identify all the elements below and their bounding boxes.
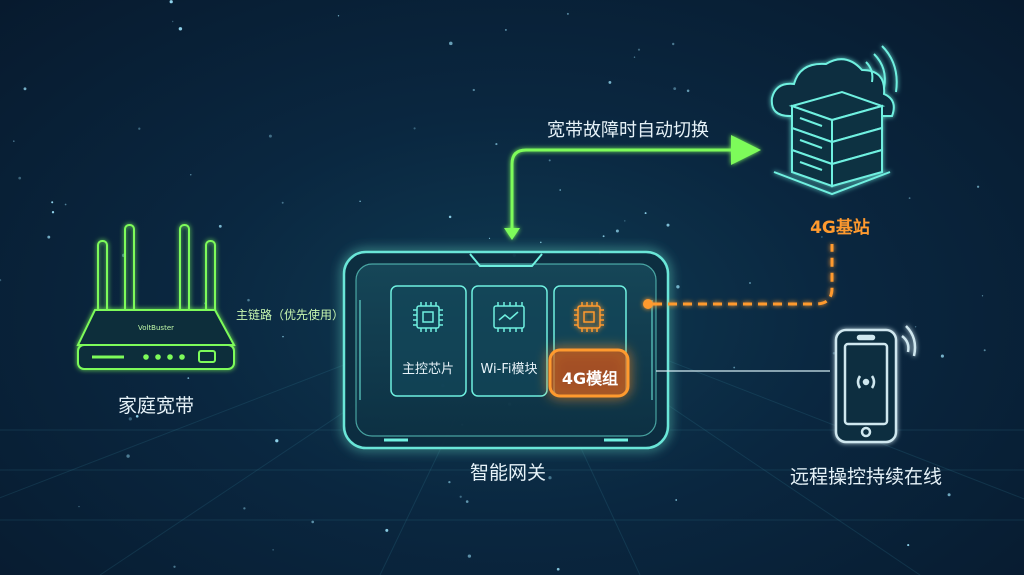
star-dot <box>675 499 678 501</box>
star-dot <box>821 236 823 238</box>
router-label: 家庭宽带 <box>117 395 195 417</box>
star-dot <box>686 89 690 93</box>
star-dot <box>615 229 619 233</box>
chip-module-label: 主控芯片 <box>401 362 455 377</box>
star-dot <box>488 237 491 240</box>
4g-link-dashed <box>643 244 834 309</box>
star-dot <box>169 0 173 4</box>
star-dot <box>548 159 551 162</box>
star-dot <box>666 223 670 227</box>
chip-module-card <box>390 285 467 397</box>
4g-module-label: 4G模组 <box>561 369 619 388</box>
star-dot <box>51 201 54 204</box>
star-dot <box>914 326 917 328</box>
star-dot <box>467 554 472 558</box>
star-dot <box>459 495 462 498</box>
star-dot <box>672 42 675 46</box>
star-dot <box>178 27 183 31</box>
star-dot <box>832 351 836 355</box>
star-dot <box>268 134 272 138</box>
star-dot <box>187 377 190 379</box>
chip-icon <box>413 302 443 332</box>
star-dot <box>907 544 910 547</box>
star-dot <box>172 20 174 23</box>
star-dot <box>337 15 340 17</box>
star-dot <box>448 480 451 484</box>
4g-chip-icon <box>574 302 604 332</box>
star-dot <box>173 565 176 568</box>
star-dot <box>908 197 911 200</box>
star-dot <box>608 80 612 84</box>
star-dot <box>311 520 315 524</box>
star-dot <box>272 549 274 551</box>
star-dot <box>47 235 51 239</box>
star-dot <box>472 88 475 92</box>
star-dot <box>247 298 250 302</box>
wifi-module-card <box>471 285 548 397</box>
star-dot <box>78 505 80 508</box>
star-dot <box>138 127 141 130</box>
star-dot <box>448 215 452 219</box>
star-dot <box>947 493 951 497</box>
star-dot <box>673 87 677 91</box>
star-dot <box>633 56 636 58</box>
star-dot <box>940 354 944 358</box>
star-dot <box>128 417 132 421</box>
star-dot <box>976 185 980 188</box>
wifi-chip-icon <box>493 302 525 332</box>
star-dot <box>13 140 15 142</box>
star-dot <box>676 285 680 289</box>
star-dot <box>243 507 246 510</box>
star-dot <box>637 48 641 51</box>
star-dot <box>413 127 416 130</box>
star-field <box>0 0 986 571</box>
star-dot <box>190 174 192 176</box>
star-dot <box>733 366 736 369</box>
router-brand: VoltBuster <box>138 324 174 332</box>
station-label: 4G基站 <box>810 218 870 238</box>
4g-module-highlight <box>548 348 630 398</box>
failover-label: 宽带故障时自动切换 <box>547 120 709 141</box>
star-dot <box>64 203 67 206</box>
star-dot <box>559 189 561 191</box>
star-dot <box>281 201 284 204</box>
star-dot <box>449 41 453 46</box>
star-dot <box>359 200 361 202</box>
smartphone-icon <box>834 325 917 444</box>
star-dot <box>504 28 507 31</box>
gateway-label: 智能网关 <box>469 462 547 484</box>
star-dot <box>0 278 2 282</box>
star-dot <box>566 12 569 15</box>
star-dot <box>540 241 542 244</box>
star-dot <box>135 414 139 418</box>
failover-arrow <box>504 135 761 240</box>
cloud-server-icon <box>770 45 898 196</box>
star-dot <box>23 87 27 91</box>
wifi-module-label: Wi-Fi模块 <box>480 362 538 377</box>
main-link-label: 主链路（优先使用） <box>235 308 345 322</box>
star-dot <box>556 567 560 571</box>
star-dot <box>624 220 626 222</box>
phone-label: 远程操控持续在线 <box>789 466 943 488</box>
star-dot <box>51 211 55 214</box>
star-dot <box>275 439 279 443</box>
star-dot <box>218 224 222 228</box>
star-dot <box>18 176 22 180</box>
star-dot <box>126 454 130 458</box>
star-dot <box>465 500 469 503</box>
star-dot <box>602 235 605 238</box>
star-dot <box>749 282 751 284</box>
star-dot <box>548 476 552 480</box>
star-dot <box>282 335 284 338</box>
star-dot <box>644 212 647 215</box>
star-dot <box>495 143 498 146</box>
star-dot <box>981 295 984 297</box>
router-icon <box>76 224 236 370</box>
star-dot <box>983 349 986 352</box>
star-dot <box>385 528 389 532</box>
